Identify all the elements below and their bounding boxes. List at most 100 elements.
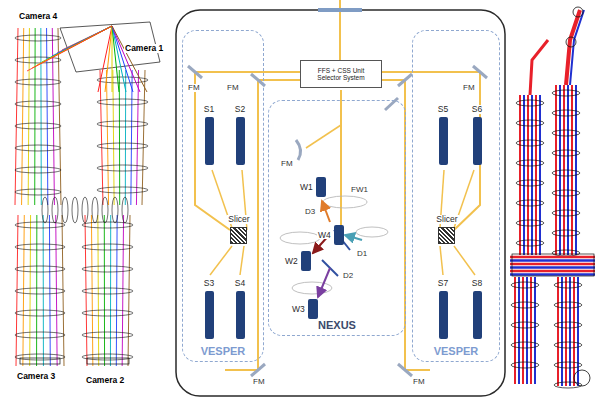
lens-element — [552, 190, 580, 196]
light-ray — [510, 273, 595, 276]
lens-element — [15, 101, 61, 107]
lens-element — [97, 121, 148, 127]
lens-element — [554, 362, 582, 368]
light-ray — [136, 70, 138, 205]
region-label: VESPER — [433, 346, 480, 358]
detector-bar — [236, 117, 245, 165]
lens-element — [62, 197, 68, 223]
component-label: D1 — [356, 250, 368, 258]
lens-element — [15, 288, 65, 294]
unit-label: S8 — [471, 279, 483, 288]
light-ray — [110, 215, 111, 366]
lens-element — [112, 197, 118, 223]
lens-element — [552, 250, 580, 256]
slicer-unit: Slicer — [227, 215, 250, 244]
light-ray — [539, 95, 541, 255]
unit-label: W3 — [291, 305, 306, 314]
spectrograph-unit: S7 — [437, 279, 449, 339]
light-beam — [306, 125, 341, 148]
ray-trace-left — [15, 22, 160, 366]
lens-element — [15, 123, 61, 129]
spectrograph-unit: S8 — [471, 279, 483, 339]
lens-element — [554, 342, 582, 348]
dashed-region: VESPERS5S6SlicerS7S8 — [412, 30, 500, 362]
detector-bar — [308, 299, 318, 319]
component-label: FM — [280, 160, 294, 168]
lens-element — [516, 140, 544, 146]
lens-element — [97, 165, 148, 171]
light-ray — [104, 215, 105, 366]
light-ray — [62, 215, 64, 366]
light-ray — [510, 259, 595, 262]
light-ray — [34, 28, 35, 205]
lens-element — [552, 150, 580, 156]
light-ray — [142, 70, 145, 205]
spectrograph-unit: S6 — [471, 105, 483, 165]
lens-element — [573, 7, 583, 17]
lens-element — [97, 187, 148, 193]
component-label: FM — [412, 378, 426, 386]
lens-element — [97, 143, 148, 149]
lens-element — [554, 322, 582, 328]
light-ray — [128, 215, 130, 366]
component-label: D3 — [304, 208, 316, 216]
light-ray — [510, 270, 595, 273]
light-ray — [565, 277, 567, 386]
filter-wheel — [323, 196, 367, 208]
light-ray — [561, 277, 563, 386]
lens-element — [574, 370, 590, 386]
light-ray — [105, 26, 112, 92]
lens-element — [516, 120, 544, 126]
light-ray — [23, 215, 24, 366]
fold-mirror — [251, 74, 265, 86]
lens-element — [97, 99, 148, 105]
light-ray — [534, 277, 536, 384]
unit-label: S7 — [437, 279, 449, 288]
component-label: D2 — [342, 272, 354, 280]
housing — [512, 254, 594, 276]
lens-element — [566, 37, 576, 47]
unit-label: S6 — [471, 105, 483, 114]
unit-label: W4 — [317, 231, 332, 240]
lens-element — [72, 197, 78, 223]
light-ray — [112, 26, 147, 92]
lens-element — [42, 197, 48, 223]
lens-element — [82, 332, 133, 338]
detector-unit: W4 — [317, 225, 344, 245]
light-ray — [15, 28, 18, 205]
light-beam — [225, 80, 300, 370]
selector-box: FFS + CSS Unit Selector System — [300, 60, 382, 88]
lens-element — [122, 197, 128, 223]
detector-bar — [473, 117, 482, 165]
lens-element — [511, 342, 539, 348]
lens-element — [82, 354, 133, 360]
lens-element — [511, 302, 539, 308]
unit-label: S1 — [203, 105, 215, 114]
entrance-window — [318, 8, 362, 12]
light-ray — [43, 215, 44, 366]
light-ray — [40, 28, 41, 205]
lens-element — [511, 322, 539, 328]
detector-bar — [473, 291, 482, 339]
detector-bar — [334, 225, 344, 245]
light-ray — [557, 277, 559, 386]
light-ray — [47, 28, 48, 205]
light-ray — [527, 95, 529, 255]
filter-wheel — [356, 227, 388, 237]
dashed-region: VESPERS1S2SlicerS3S4 — [182, 30, 264, 362]
spectrograph-unit: S3 — [203, 279, 215, 339]
light-ray — [570, 10, 584, 85]
detector-unit: W3 — [291, 299, 318, 319]
light-ray — [112, 26, 113, 92]
lens-element — [15, 189, 61, 195]
unit-label: W1 — [299, 183, 314, 192]
spectrograph-unit: S4 — [234, 279, 246, 339]
lens-element — [511, 282, 539, 288]
detector-bar — [439, 117, 448, 165]
lens-element — [15, 79, 61, 85]
light-ray — [56, 215, 57, 366]
lens-element — [552, 170, 580, 176]
light-beam — [240, 246, 244, 275]
light-ray — [122, 215, 123, 366]
